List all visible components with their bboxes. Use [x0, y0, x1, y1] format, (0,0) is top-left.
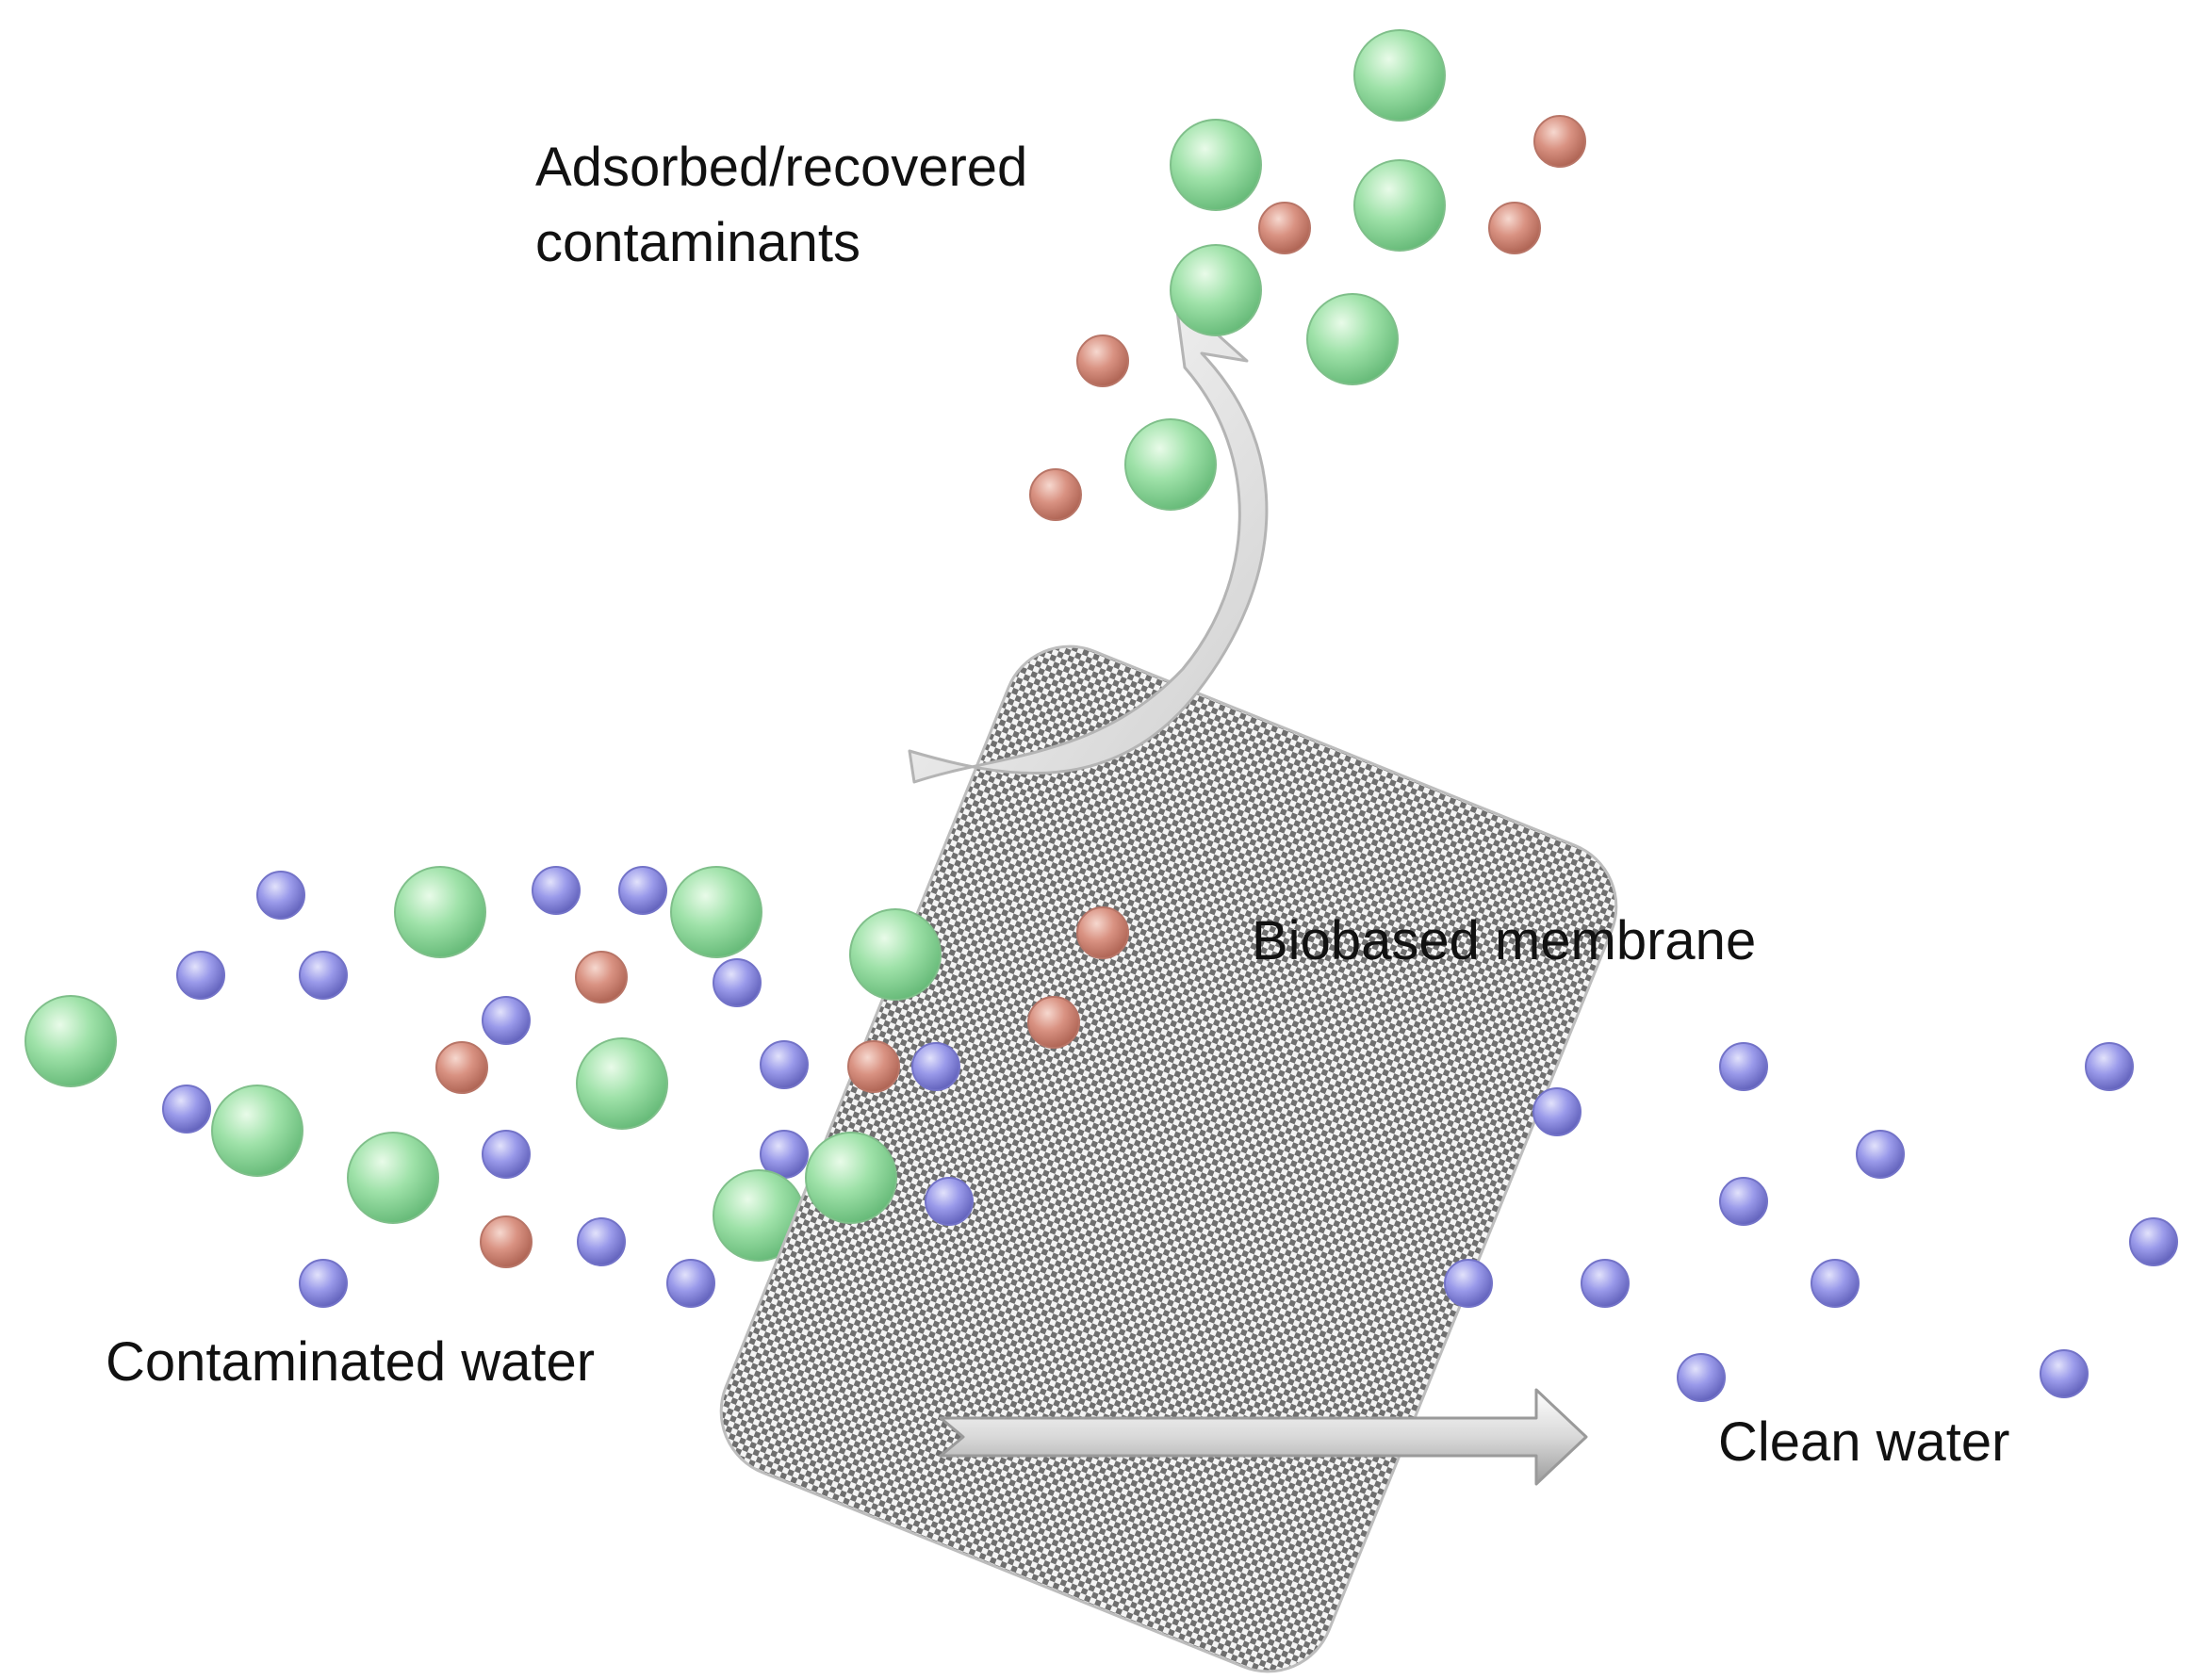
small-contaminant-sphere — [1488, 202, 1541, 254]
large-contaminant-sphere — [347, 1132, 439, 1224]
water-molecule-sphere — [760, 1040, 809, 1089]
small-contaminant-sphere — [480, 1215, 533, 1268]
recovery-arrow — [908, 295, 1269, 784]
small-contaminant-sphere — [575, 951, 628, 1003]
water-molecule-sphere — [256, 871, 305, 920]
large-contaminant-sphere — [1170, 119, 1262, 211]
large-contaminant-sphere — [576, 1037, 668, 1130]
large-contaminant-sphere — [670, 866, 762, 958]
large-contaminant-sphere — [1353, 29, 1446, 122]
water-molecule-sphere — [713, 958, 762, 1007]
large-contaminant-sphere — [805, 1132, 897, 1224]
large-contaminant-sphere — [849, 908, 942, 1001]
adsorbed-label-line2: contaminants — [535, 212, 860, 273]
large-contaminant-sphere — [1170, 244, 1262, 336]
water-molecule-sphere — [1856, 1130, 1905, 1179]
small-contaminant-sphere — [847, 1040, 900, 1093]
water-molecule-sphere — [1581, 1259, 1630, 1308]
large-contaminant-sphere — [1353, 159, 1446, 252]
water-molecule-sphere — [911, 1042, 960, 1091]
water-molecule-sphere — [1811, 1259, 1860, 1308]
small-contaminant-sphere — [1533, 115, 1586, 168]
water-molecule-sphere — [618, 866, 667, 915]
small-contaminant-sphere — [435, 1041, 488, 1094]
small-contaminant-sphere — [1258, 202, 1311, 254]
water-molecule-sphere — [2040, 1349, 2089, 1398]
water-molecule-sphere — [176, 951, 225, 1000]
membrane-particles — [805, 906, 1129, 1226]
water-molecule-sphere — [162, 1085, 211, 1134]
large-contaminant-sphere — [1124, 418, 1217, 511]
water-molecule-sphere — [1719, 1177, 1768, 1226]
small-contaminant-sphere — [1076, 906, 1129, 959]
water-molecule-sphere — [482, 1130, 531, 1179]
water-molecule-sphere — [1677, 1353, 1726, 1402]
contaminated-water-particles — [25, 866, 809, 1308]
large-contaminant-sphere — [1306, 293, 1399, 385]
water-molecule-sphere — [2129, 1217, 2178, 1266]
water-molecule-sphere — [577, 1217, 626, 1266]
water-molecule-sphere — [532, 866, 581, 915]
water-molecule-sphere — [1532, 1087, 1581, 1136]
contaminated-water-label: Contaminated water — [106, 1331, 595, 1393]
small-contaminant-sphere — [1027, 996, 1080, 1049]
water-molecule-sphere — [1719, 1042, 1768, 1091]
large-contaminant-sphere — [25, 995, 117, 1087]
large-contaminant-sphere — [394, 866, 486, 958]
small-contaminant-sphere — [1029, 468, 1082, 521]
large-contaminant-sphere — [211, 1085, 303, 1177]
membrane-label: Biobased membrane — [1252, 910, 1756, 971]
clean-water-label: Clean water — [1718, 1411, 2009, 1473]
small-contaminant-sphere — [1076, 334, 1129, 387]
water-molecule-sphere — [925, 1177, 974, 1226]
adsorbed-label-line1: Adsorbed/recovered — [535, 137, 1027, 198]
water-molecule-sphere — [666, 1259, 715, 1308]
recovered-and-clean-particles — [1029, 29, 2178, 1402]
water-molecule-sphere — [482, 996, 531, 1045]
water-molecule-sphere — [299, 951, 348, 1000]
water-molecule-sphere — [299, 1259, 348, 1308]
clean-water-arrow — [939, 1388, 1588, 1486]
water-molecule-sphere — [2085, 1042, 2134, 1091]
water-molecule-sphere — [1444, 1259, 1493, 1308]
